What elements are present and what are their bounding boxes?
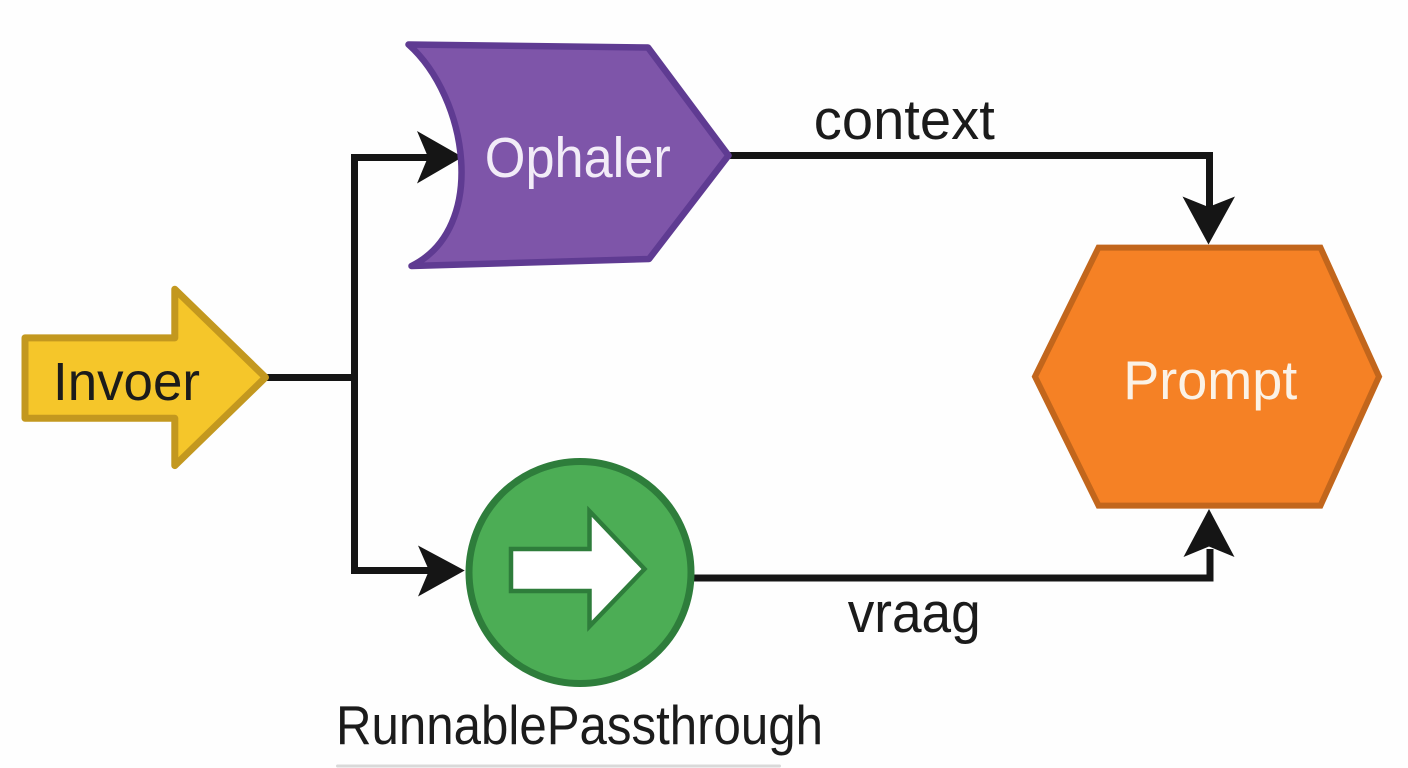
svg-text:Ophaler: Ophaler bbox=[485, 126, 671, 190]
svg-text:Invoer: Invoer bbox=[53, 352, 200, 412]
svg-text:vraag: vraag bbox=[848, 581, 981, 645]
svg-text:context: context bbox=[814, 88, 995, 151]
svg-text:Prompt: Prompt bbox=[1123, 349, 1297, 411]
svg-text:RunnablePassthrough: RunnablePassthrough bbox=[336, 694, 823, 756]
